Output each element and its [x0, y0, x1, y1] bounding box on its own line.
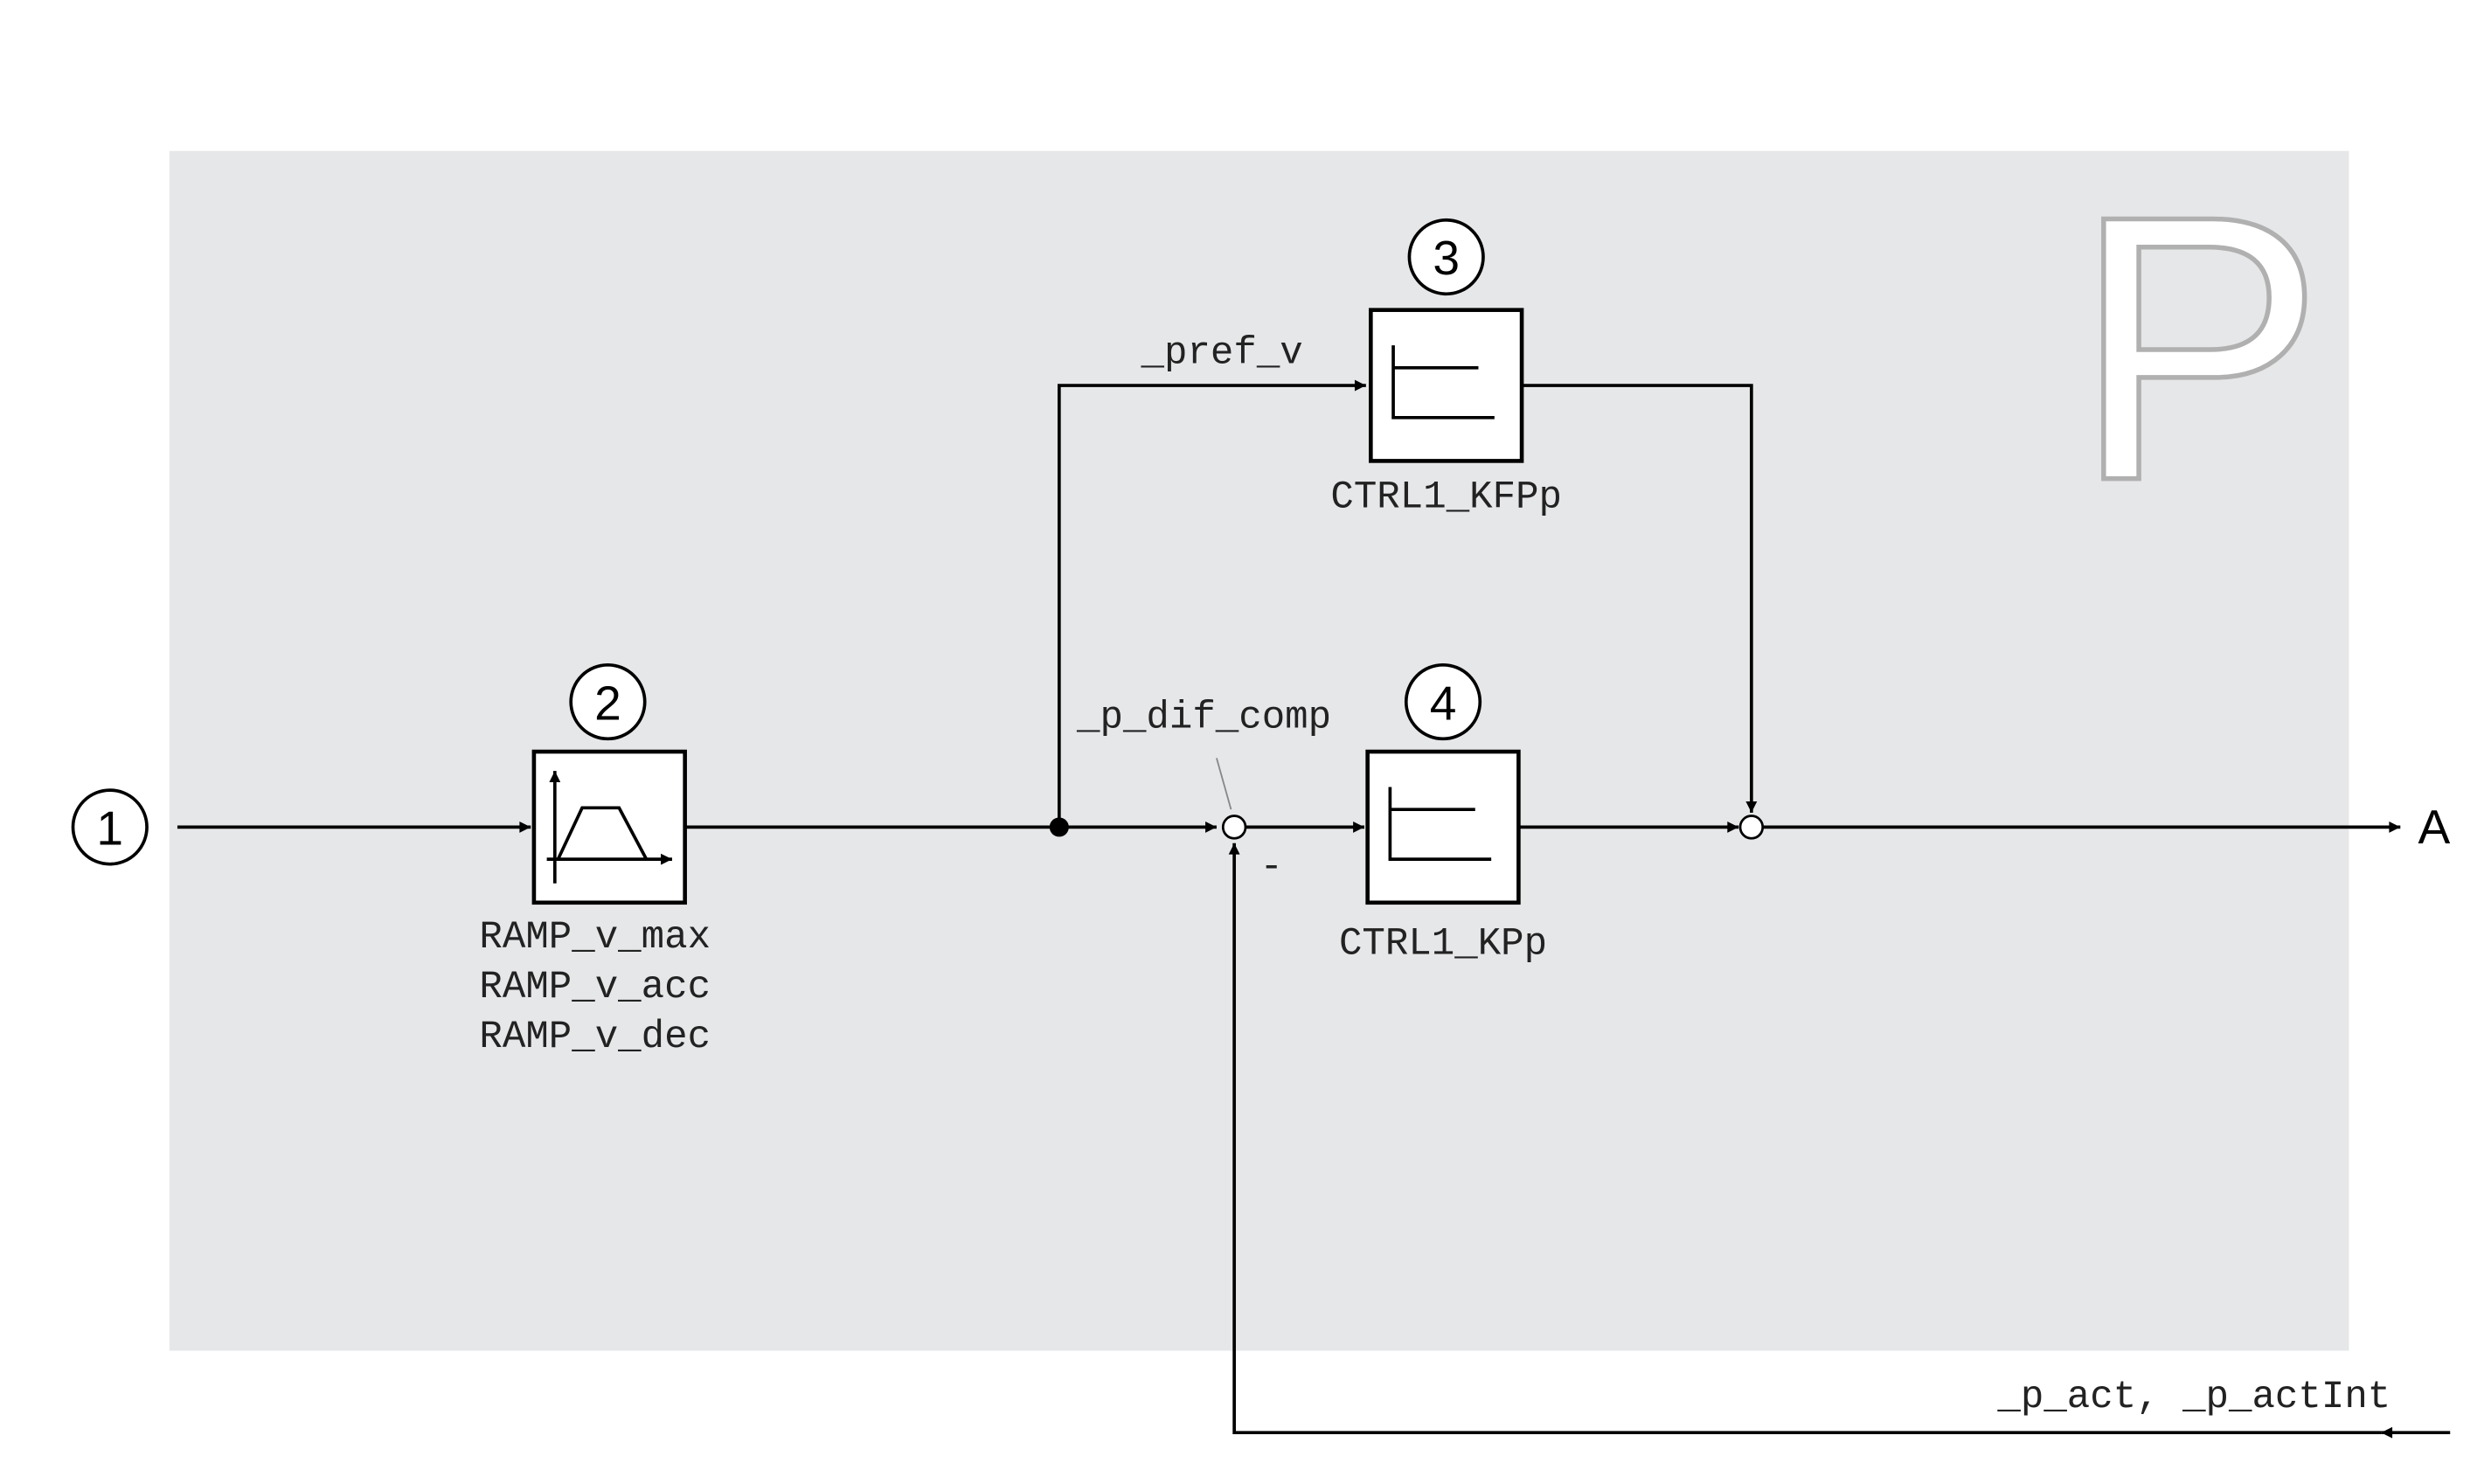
sum-junction	[1738, 815, 1765, 840]
feedforward-marker: 3	[1407, 218, 1485, 296]
minus-sign: -	[1260, 845, 1283, 889]
feedback-label: _p_act, _p_actInt	[1996, 1376, 2390, 1419]
controller-marker: 4	[1404, 662, 1482, 741]
svg-text:4: 4	[1430, 676, 1457, 730]
feedforward-line	[1057, 379, 1366, 828]
svg-text:3: 3	[1433, 231, 1460, 285]
ramp-block	[531, 749, 687, 905]
difference-junction	[1221, 815, 1247, 840]
input-marker: 1	[71, 788, 149, 866]
feedforward-gain-block	[1369, 308, 1524, 463]
kfpp-label: CTRL1_KFPp	[1330, 476, 1562, 520]
kpp-label: CTRL1_KPp	[1339, 923, 1547, 967]
feedback-line	[1228, 843, 2382, 1435]
ramp-param-vdec: RAMP_v_dec	[479, 1016, 711, 1059]
position-gain-block	[1365, 749, 1521, 905]
ramp-profile-icon	[556, 806, 649, 861]
mode-letter: P	[2072, 137, 2324, 559]
output-label: A	[2418, 800, 2450, 854]
ramp-param-vmax: RAMP_v_max	[479, 916, 711, 960]
dif-comp-label: _p_dif_comp	[1076, 696, 1331, 739]
dif-comp-leader	[1216, 758, 1232, 810]
ramp-marker: 2	[569, 662, 647, 741]
marker-1-label: 1	[96, 801, 123, 856]
ramp-param-vacc: RAMP_v_acc	[479, 966, 711, 1009]
feedforward-output-line	[1522, 384, 1758, 813]
pref-label: _pref_v	[1141, 331, 1303, 375]
svg-text:2: 2	[594, 676, 621, 730]
